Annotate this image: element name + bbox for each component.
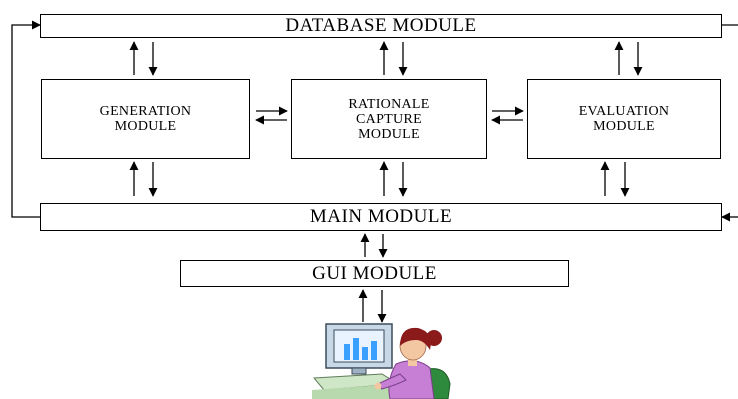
evaluation-module-label-line1: EVALUATION: [578, 104, 670, 119]
gui-module-label: GUI MODULE: [312, 262, 437, 284]
person-hair: [400, 327, 431, 350]
user-at-computer-icon: [312, 323, 451, 399]
main-module-label: MAIN MODULE: [309, 206, 453, 227]
generation-module-label-line1: GENERATION: [99, 104, 192, 119]
generation-module-label-line2: MODULE: [114, 119, 177, 134]
rationale-module-label-line3: MODULE: [358, 126, 420, 142]
gui-module-box: GUI MODULE: [180, 260, 569, 287]
database-module-box: DATABASE MODULE: [40, 14, 722, 38]
left-loop-connector: [11, 20, 41, 218]
rationale-capture-module-box: RATIONALE CAPTURE MODULE: [291, 79, 487, 159]
database-module-label: DATABASE MODULE: [285, 15, 477, 36]
evaluation-module-box: EVALUATION MODULE: [527, 79, 721, 159]
rationale-module-label-line2: CAPTURE: [356, 111, 422, 127]
rationale-module-label-line1: RATIONALE: [348, 96, 430, 112]
generation-module-box: GENERATION MODULE: [41, 79, 250, 159]
evaluation-module-label-line2: MODULE: [593, 119, 655, 134]
main-module-box: MAIN MODULE: [40, 203, 722, 231]
